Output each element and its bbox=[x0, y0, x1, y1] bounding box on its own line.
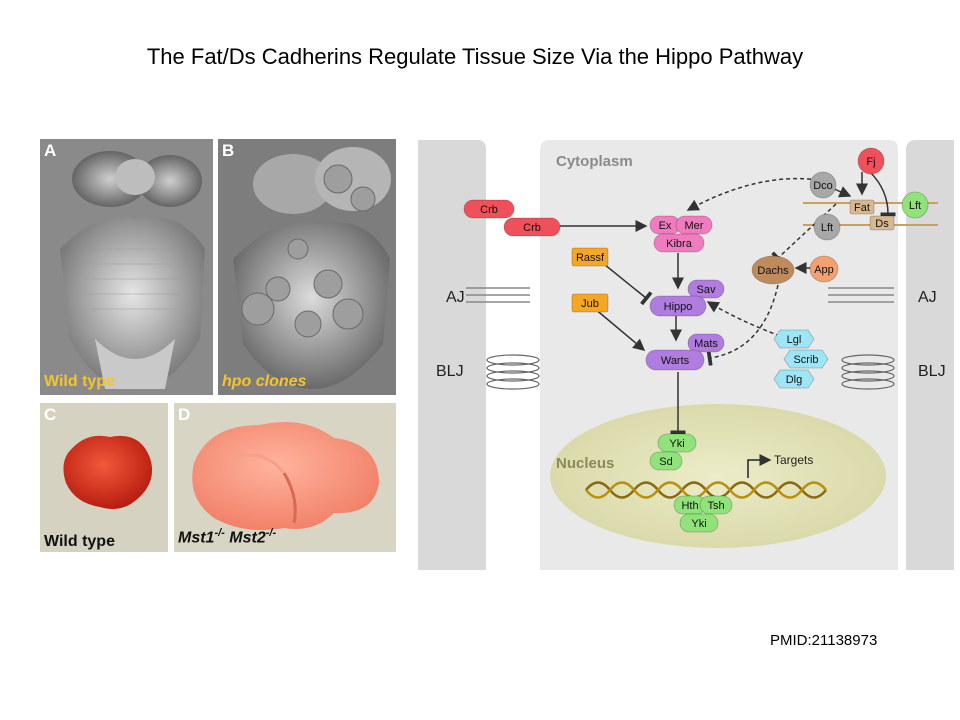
node-label-fat: Fat bbox=[854, 202, 870, 214]
node-mats: Mats bbox=[687, 333, 725, 353]
enlarged-liver-photo bbox=[174, 403, 396, 552]
node-hippo: Hippo bbox=[649, 295, 707, 317]
panel-a-caption: Wild type bbox=[44, 373, 115, 390]
mst1-genotype: -/- bbox=[214, 527, 225, 539]
panel-c-wild-type-liver: C Wild type bbox=[40, 403, 168, 552]
fly-sem-image bbox=[40, 139, 213, 395]
node-label-ds: Ds bbox=[875, 218, 889, 230]
node-sd: Sd bbox=[649, 451, 683, 471]
panel-label-a: A bbox=[44, 141, 57, 160]
node-label-app: App bbox=[814, 264, 834, 276]
node-yki2: Yki bbox=[679, 513, 719, 533]
panel-label-c: C bbox=[44, 405, 57, 424]
node-dachs: Dachs bbox=[751, 255, 795, 285]
fj-to-ds-inhibit bbox=[869, 171, 896, 217]
fly-overgrowth-sem-image bbox=[218, 139, 396, 395]
node-label-jub: Jub bbox=[581, 298, 599, 310]
left-cell bbox=[418, 140, 486, 570]
node-label-rassf: Rassf bbox=[576, 252, 605, 264]
node-label-scrib: Scrib bbox=[793, 354, 818, 366]
nucleus-label: Nucleus bbox=[556, 455, 614, 472]
node-label-mer: Mer bbox=[685, 220, 704, 232]
node-label-lft1: Lft bbox=[821, 222, 833, 234]
node-rassf: Rassf bbox=[571, 247, 609, 267]
aj-label-right: AJ bbox=[918, 289, 937, 306]
node-label-kibra: Kibra bbox=[666, 238, 693, 250]
node-yki1: Yki bbox=[657, 433, 697, 453]
cytoplasm-label: Cytoplasm bbox=[556, 153, 633, 170]
panel-b-hpo-clones-fly: B hpo clones bbox=[218, 139, 396, 395]
node-label-dco: Dco bbox=[813, 180, 833, 192]
node-label-tsh: Tsh bbox=[707, 500, 724, 512]
aj-lines-right bbox=[828, 287, 894, 303]
panel-a-wild-type-fly: A Wild type bbox=[40, 139, 213, 395]
node-label-sav: Sav bbox=[697, 284, 716, 296]
nucleus bbox=[550, 404, 886, 548]
node-warts: Warts bbox=[645, 349, 705, 371]
node-lft1: Lft bbox=[813, 213, 841, 241]
panel-label-b: B bbox=[222, 141, 235, 160]
page-title: The Fat/Ds Cadherins Regulate Tissue Siz… bbox=[146, 44, 804, 69]
node-label-ex: Ex bbox=[659, 220, 672, 232]
node-crb2: Crb bbox=[503, 217, 561, 237]
aj-label-left: AJ bbox=[446, 289, 465, 306]
panel-d-mutant-liver: D Mst1-/- Mst2-/- bbox=[174, 403, 396, 552]
mst2-genotype: -/- bbox=[265, 527, 277, 539]
node-label-fj: Fj bbox=[866, 156, 875, 168]
node-fat: Fat bbox=[849, 199, 875, 215]
node-fj: Fj bbox=[857, 147, 885, 175]
blj-coils-right bbox=[841, 354, 895, 390]
node-sav: Sav bbox=[687, 279, 725, 299]
node-label-warts: Warts bbox=[661, 355, 690, 367]
node-tsh: Tsh bbox=[699, 495, 733, 515]
node-kibra: Kibra bbox=[653, 233, 705, 253]
blj-label-right: BLJ bbox=[918, 363, 946, 380]
mst1-label: Mst1 bbox=[178, 529, 215, 547]
liver-photo bbox=[40, 403, 168, 552]
lgl-to-hippo-dashed-arrow bbox=[706, 301, 781, 337]
aj-lines-left bbox=[466, 287, 530, 303]
node-label-dachs: Dachs bbox=[757, 265, 789, 277]
dna-strand-2 bbox=[585, 481, 827, 499]
panel-b-caption: hpo clones bbox=[222, 373, 307, 390]
pmid-reference: PMID:21138973 bbox=[770, 632, 878, 649]
node-dlg: Dlg bbox=[773, 369, 815, 389]
node-jub: Jub bbox=[571, 293, 609, 313]
blj-coils-left bbox=[486, 354, 540, 390]
node-dco: Dco bbox=[809, 171, 837, 199]
dachs-to-warts-dashed-inhibit bbox=[706, 284, 779, 366]
node-label-crb1: Crb bbox=[480, 204, 498, 216]
panel-c-caption: Wild type bbox=[44, 533, 115, 550]
node-label-dlg: Dlg bbox=[786, 374, 803, 386]
node-label-sd: Sd bbox=[659, 456, 672, 468]
node-label-yki2: Yki bbox=[691, 518, 706, 530]
targets-label: Targets bbox=[774, 453, 813, 467]
node-lgl: Lgl bbox=[773, 329, 815, 349]
node-app: App bbox=[809, 255, 839, 283]
jub-to-warts-arrow bbox=[593, 307, 646, 351]
node-mer: Mer bbox=[675, 215, 713, 235]
node-scrib: Scrib bbox=[783, 349, 829, 369]
blj-label-left: BLJ bbox=[436, 363, 464, 380]
panel-label-d: D bbox=[178, 405, 191, 424]
node-ex: Ex bbox=[649, 215, 681, 235]
hippo-pathway-diagram: Cytoplasm AJ AJ BLJ BLJ Nucleus Targets bbox=[418, 140, 954, 570]
transcription-arrow bbox=[747, 454, 772, 478]
node-label-yki1: Yki bbox=[669, 438, 684, 450]
node-label-hippo: Hippo bbox=[664, 301, 693, 313]
node-label-mats: Mats bbox=[694, 338, 718, 350]
panel-d-caption: Mst1-/- Mst2-/- bbox=[178, 527, 276, 547]
right-cell bbox=[906, 140, 954, 570]
node-ds: Ds bbox=[869, 215, 895, 231]
node-label-crb2: Crb bbox=[523, 222, 541, 234]
node-label-hth: Hth bbox=[681, 500, 698, 512]
node-crb1: Crb bbox=[463, 199, 515, 219]
mst2-label: Mst2 bbox=[229, 529, 266, 547]
node-lft2: Lft bbox=[901, 191, 929, 219]
node-label-lft2: Lft bbox=[909, 200, 921, 212]
node-label-lgl: Lgl bbox=[787, 334, 802, 346]
fat-to-dachs-dashed-inhibit bbox=[771, 203, 837, 266]
